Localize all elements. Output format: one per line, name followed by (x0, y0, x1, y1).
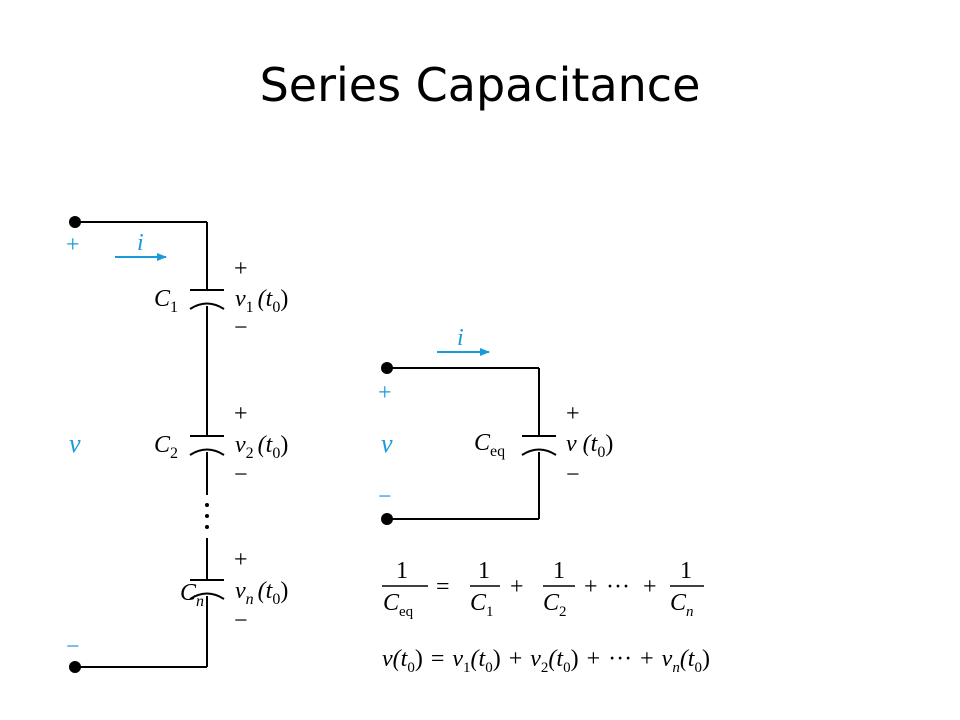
left-voltage-label: v (69, 429, 81, 458)
slide-title: Series Capacitance (259, 58, 701, 112)
ellipsis-dot (205, 514, 209, 518)
cn-plus: + (234, 547, 248, 573)
eq1-term3-denominator: Cn (670, 590, 694, 620)
ellipsis-dot (205, 503, 209, 507)
cn-label: Cn (180, 580, 204, 610)
capacitor-curved-plate (189, 592, 225, 600)
terminal-dot (69, 661, 81, 673)
right-voltage-label: v (381, 429, 393, 458)
capacitor-curved-plate (189, 302, 225, 310)
v1-label: v1(t0) (235, 286, 288, 316)
ellipsis-dot (205, 525, 209, 529)
eq1-equals: = (436, 574, 450, 600)
equation-voltage-series: v(t0)=v1(t0)+v2(t0)+···+vn(t0) (382, 646, 710, 676)
eq1-lhs-numerator: 1 (396, 558, 408, 584)
ceq-minus: − (566, 462, 580, 488)
eq1-term2-denominator: C2 (543, 590, 567, 620)
left-top-plus: + (66, 232, 80, 258)
ceq-plus: + (566, 401, 580, 427)
right-top-plus: + (378, 380, 392, 406)
c2-label: C2 (154, 432, 178, 462)
ceq-label: Ceq (474, 430, 505, 460)
veq-label: v(t0) (566, 431, 613, 461)
eq1-plus: + (643, 574, 657, 600)
eq1-term1-numerator: 1 (478, 558, 490, 584)
eq1-plus: + (510, 574, 524, 600)
c1-label: C1 (154, 286, 178, 316)
eq1-lhs-denominator: Ceq (383, 590, 414, 620)
eq1-ellipsis: ··· (606, 574, 630, 600)
capacitor-curved-plate (521, 448, 557, 456)
left-current-label: i (137, 230, 144, 256)
eq1-term3-numerator: 1 (680, 558, 692, 584)
right-bottom-minus: − (378, 484, 392, 510)
left-circuit (75, 221, 225, 668)
c1-plus: + (234, 256, 248, 282)
c1-minus: − (234, 315, 248, 341)
eq1-term2-numerator: 1 (553, 558, 565, 584)
v2-label: v2(t0) (235, 432, 288, 462)
right-current-label: i (457, 325, 464, 351)
eq2-text: v(t0)=v1(t0)+v2(t0)+···+vn(t0) (382, 646, 710, 676)
c2-plus: + (234, 401, 248, 427)
capacitor-curved-plate (189, 448, 225, 456)
c2-minus: − (234, 462, 248, 488)
terminal-dot (381, 513, 393, 525)
cn-minus: − (234, 608, 248, 634)
eq1-term1-denominator: C1 (470, 590, 494, 620)
equation-capacitance-series: 1 Ceq = 1 C1 + 1 C2 + ··· + 1 Cn (382, 558, 704, 620)
terminal-dot (69, 216, 81, 228)
vn-label: vn(t0) (235, 578, 288, 608)
right-circuit (387, 367, 557, 520)
terminal-dot (381, 362, 393, 374)
eq1-plus: + (584, 574, 598, 600)
left-bottom-minus: − (66, 634, 80, 660)
